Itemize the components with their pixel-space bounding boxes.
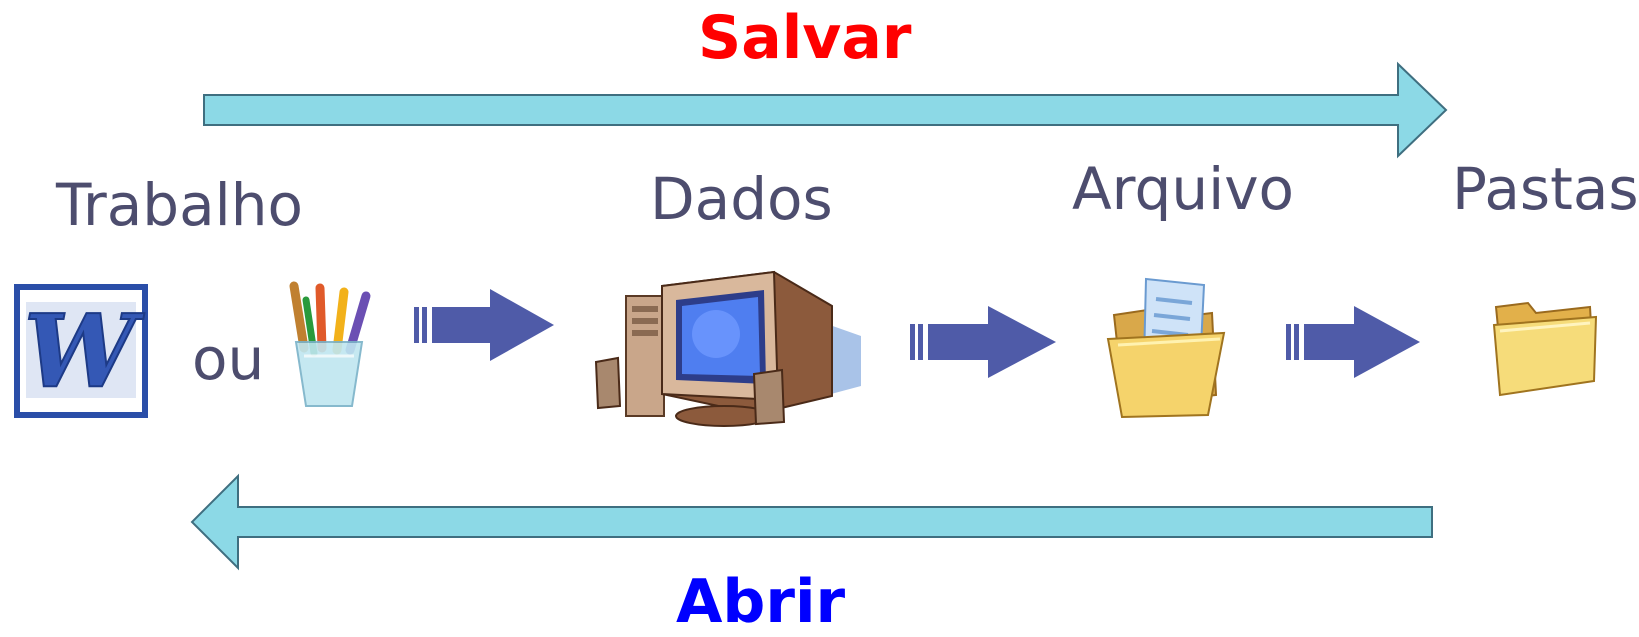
or-label: ou [192, 325, 265, 393]
open-arrow [190, 473, 1433, 571]
flow-arrow-3 [1286, 306, 1420, 378]
paint-brushes-icon [289, 281, 371, 407]
file-label: Arquivo [1072, 155, 1295, 223]
work-label: Trabalho [56, 171, 304, 239]
word-icon: W [14, 284, 148, 418]
save-label: Salvar [698, 3, 912, 73]
save-arrow [203, 61, 1448, 159]
flow-arrow-1 [414, 289, 554, 361]
folder-icon [1492, 301, 1598, 397]
data-label: Dados [650, 165, 833, 233]
svg-text:W: W [24, 292, 145, 410]
flow-arrow-2 [910, 306, 1056, 378]
computer-icon [594, 270, 861, 427]
open-folder-document-icon [1106, 277, 1226, 419]
folders-label: Pastas [1452, 155, 1639, 223]
open-label: Abrir [676, 567, 846, 637]
